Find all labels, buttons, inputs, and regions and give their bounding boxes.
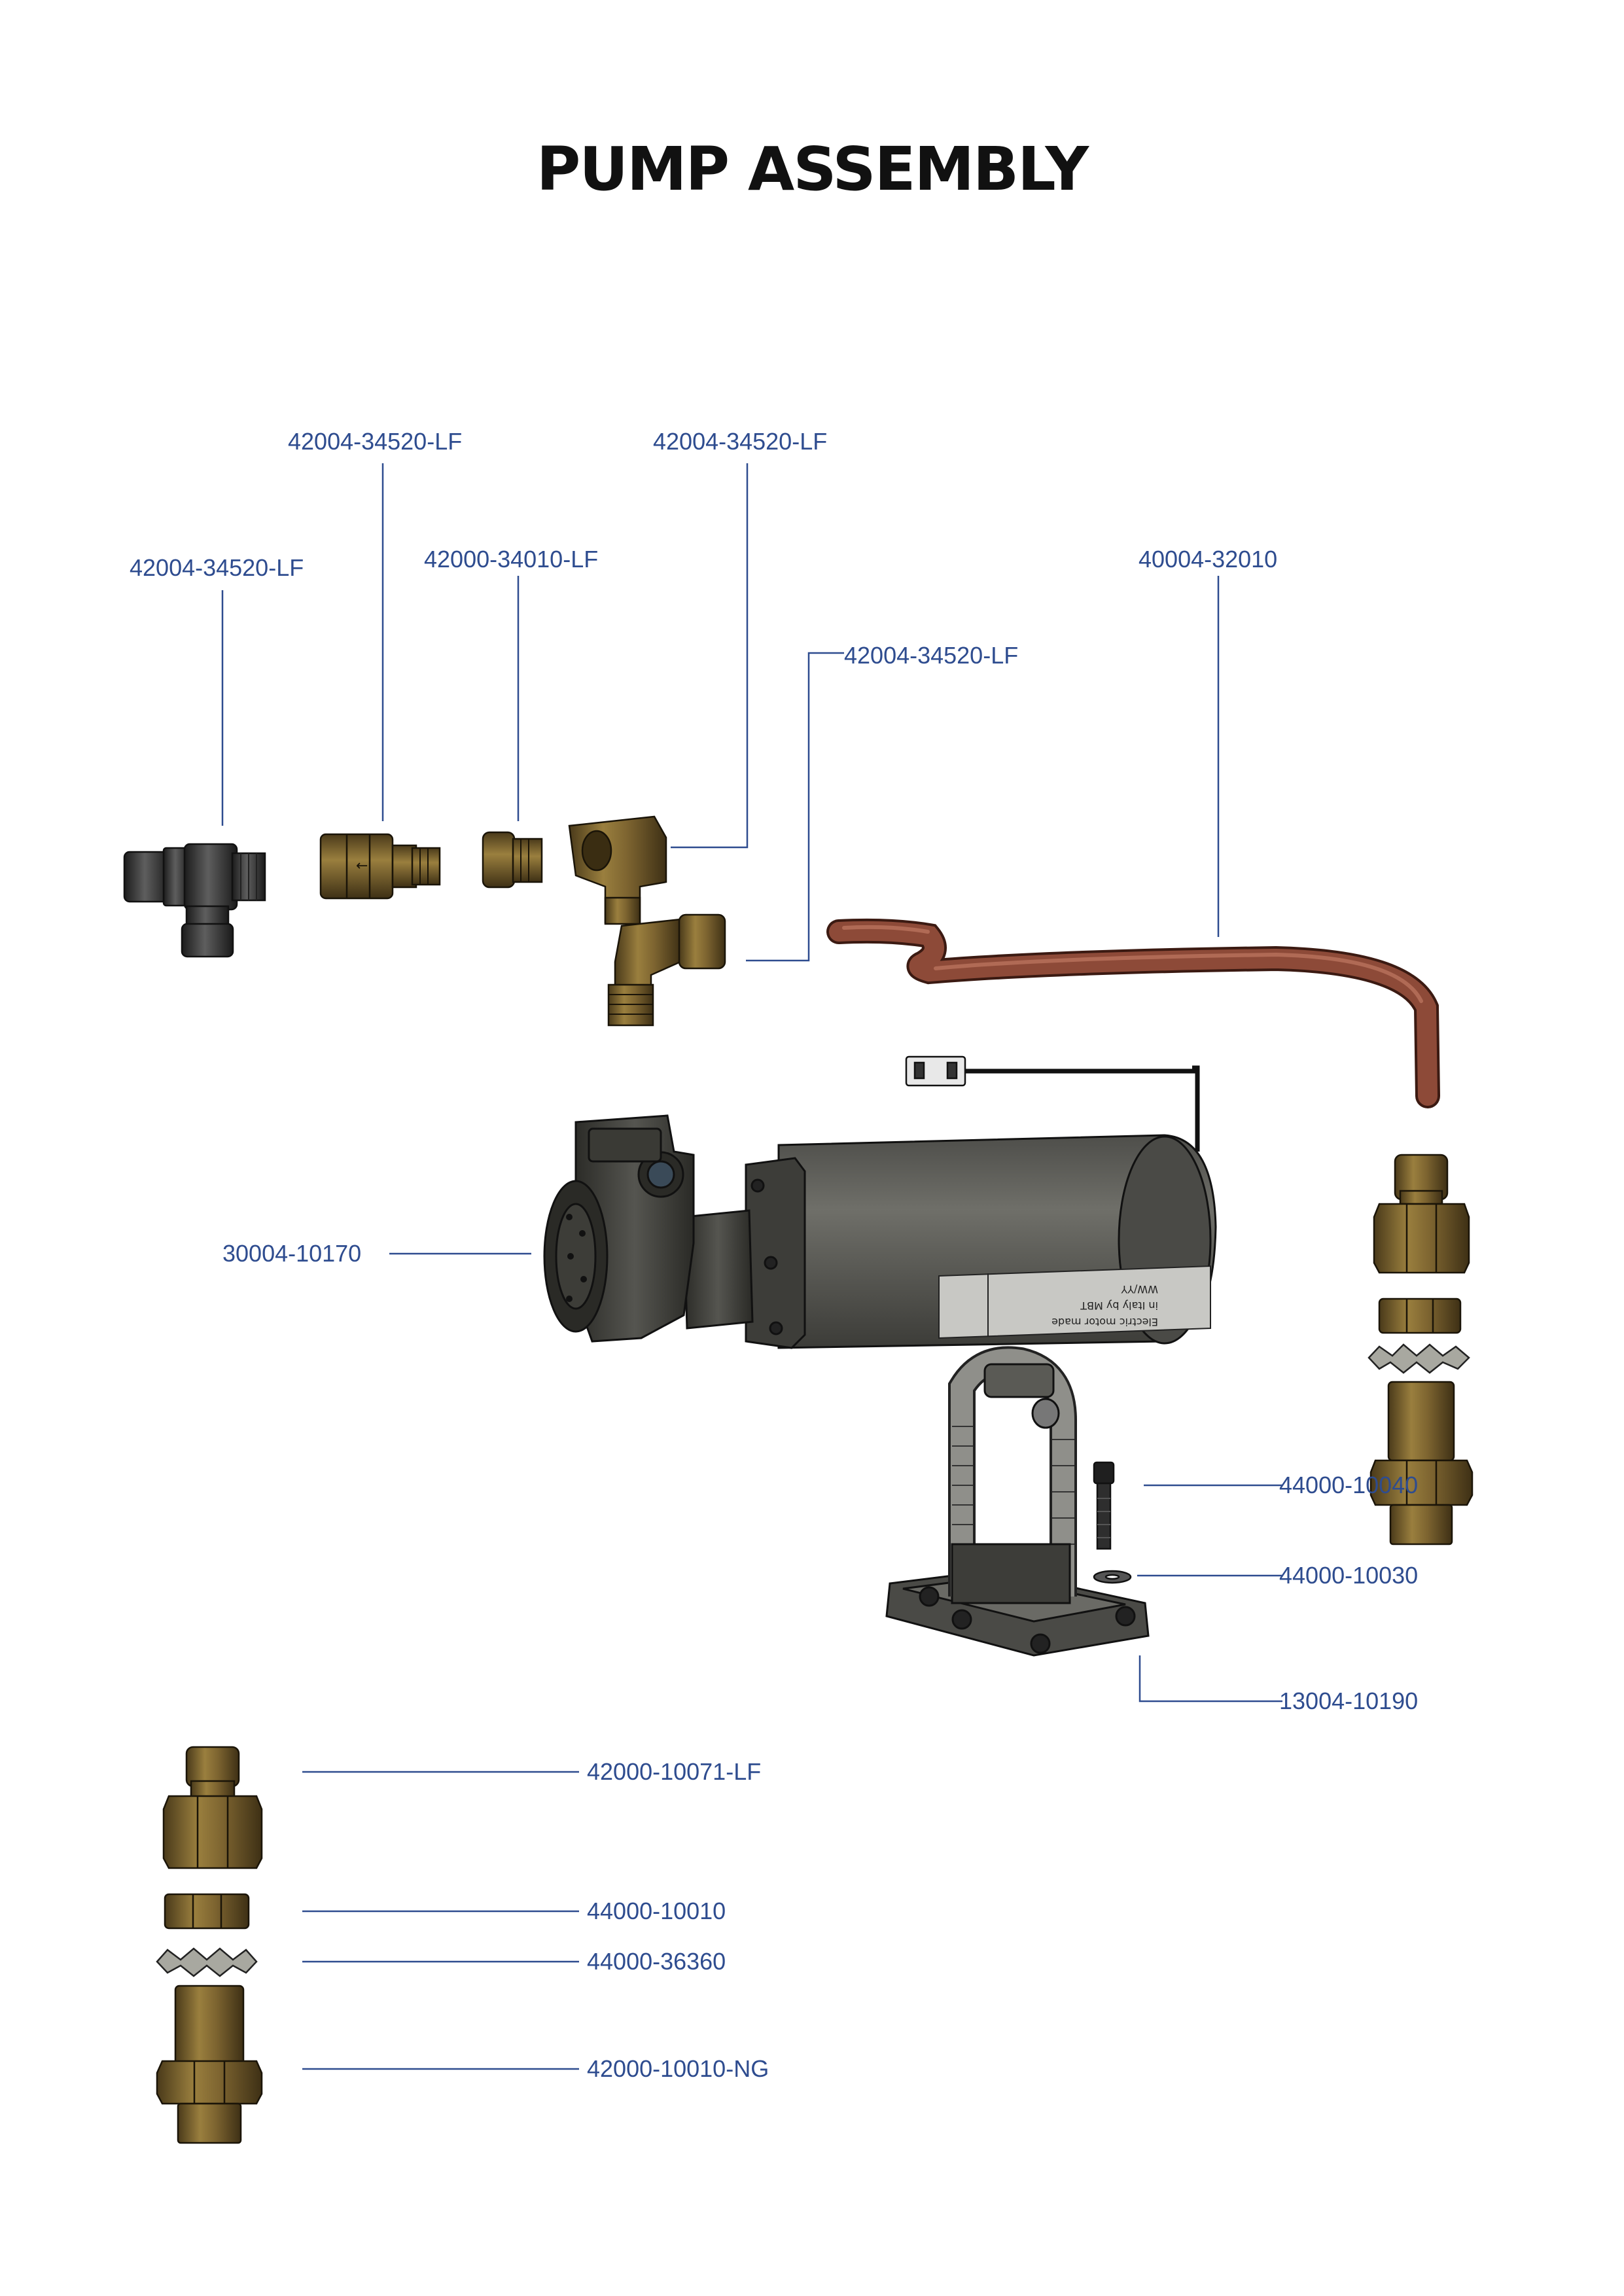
page-title: PUMP ASSEMBLY <box>536 134 1089 204</box>
callout-pump: 30004-10170 <box>222 1240 362 1267</box>
callout-reducer-bushing: 42000-34010-LF <box>424 546 599 573</box>
callout-washer: 44000-10030 <box>1279 1562 1419 1589</box>
check-valve: ← <box>319 833 441 900</box>
callout-bracket: 13004-10190 <box>1279 1687 1419 1714</box>
bulkhead-stack-left <box>156 1746 263 2144</box>
clamp-bracket <box>885 1346 1150 1657</box>
callout-lock-nut: 44000-10010 <box>587 1898 726 1924</box>
screw <box>1093 1461 1115 1550</box>
pump-motor: Electric motor made in Italy by MBT WW/Y… <box>543 1114 1217 1349</box>
callout-elbow-lower: 42004-34520-LF <box>844 642 1019 669</box>
pump-label-line-2: in Italy by MBT <box>1080 1299 1158 1312</box>
washer <box>1093 1570 1132 1584</box>
callout-bulkhead-fitting: 42000-10010-NG <box>587 2055 769 2082</box>
tee-fitting <box>123 843 266 958</box>
pump-label-line-1: Electric motor made <box>1051 1316 1158 1328</box>
elbow-lower <box>607 913 726 1027</box>
tube <box>826 918 1440 1108</box>
elbow-upper <box>568 815 667 925</box>
reducer-bushing <box>482 831 543 889</box>
svg-text:←: ← <box>356 858 368 874</box>
leader-lines <box>221 463 1282 2070</box>
pump-label-line-3: WW/YY <box>1121 1283 1158 1296</box>
callout-screw: 44000-10040 <box>1279 1472 1419 1498</box>
connector-lead <box>905 1055 1200 1152</box>
callout-tee-fitting: 42004-34520-LF <box>130 554 304 581</box>
callout-tube: 40004-32010 <box>1139 546 1278 573</box>
bulkhead-stack-right <box>1368 1154 1474 1545</box>
callout-check-valve: 42004-34520-LF <box>288 428 463 455</box>
callout-elbow-upper: 42004-34520-LF <box>653 428 828 455</box>
callout-compression-nut: 42000-10071-LF <box>587 1758 762 1785</box>
callout-star-washer: 44000-36360 <box>587 1948 726 1975</box>
